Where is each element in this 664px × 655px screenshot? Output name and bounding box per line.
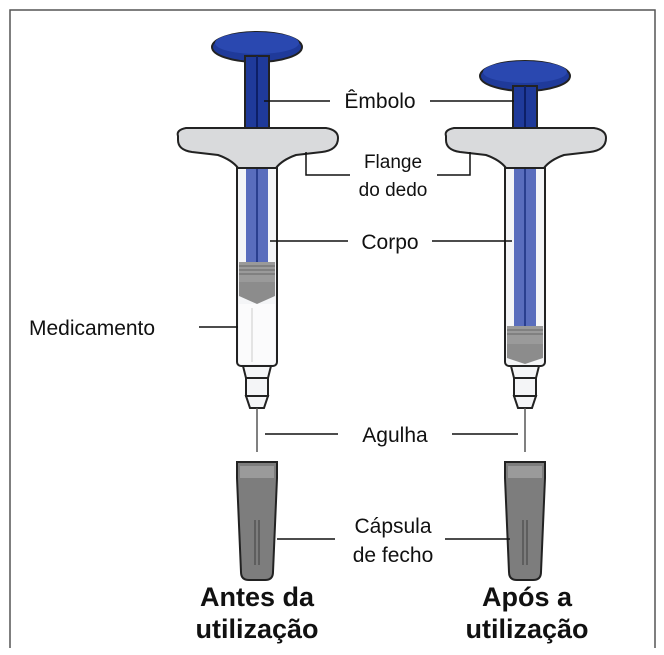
label-cap-line2: de fecho	[353, 544, 434, 567]
stopper-after	[507, 326, 543, 364]
needle-cap-after	[504, 461, 546, 581]
needle-hub-before	[241, 365, 273, 409]
needle-cap-before	[236, 461, 278, 581]
syringe-after-use	[444, 60, 608, 581]
needle-hub-after	[509, 365, 541, 409]
leader-lines	[199, 100, 518, 540]
label-flange-line1: Flange	[364, 152, 422, 173]
caption-after-line2: utilização	[465, 614, 588, 644]
label-needle: Agulha	[362, 424, 428, 447]
barrel-before	[236, 147, 278, 367]
plunger-head-after	[479, 60, 571, 92]
label-cap-line1: Cápsula	[354, 515, 431, 538]
label-flange-line2: do dedo	[359, 180, 428, 201]
flange-before	[176, 127, 340, 169]
plunger-head-before	[211, 31, 303, 63]
medication-area	[239, 304, 275, 364]
diagram-border	[9, 9, 656, 648]
label-plunger: Êmbolo	[344, 90, 415, 113]
caption-before-line2: utilização	[195, 614, 318, 644]
flange-after	[444, 127, 608, 169]
label-barrel: Corpo	[361, 231, 418, 254]
barrel-after	[504, 147, 546, 367]
caption-after-line1: Após a	[482, 582, 573, 612]
stopper-before	[239, 262, 275, 304]
caption-before-line1: Antes da	[200, 582, 315, 612]
syringe-before-use	[176, 31, 340, 581]
label-medication: Medicamento	[29, 317, 155, 340]
